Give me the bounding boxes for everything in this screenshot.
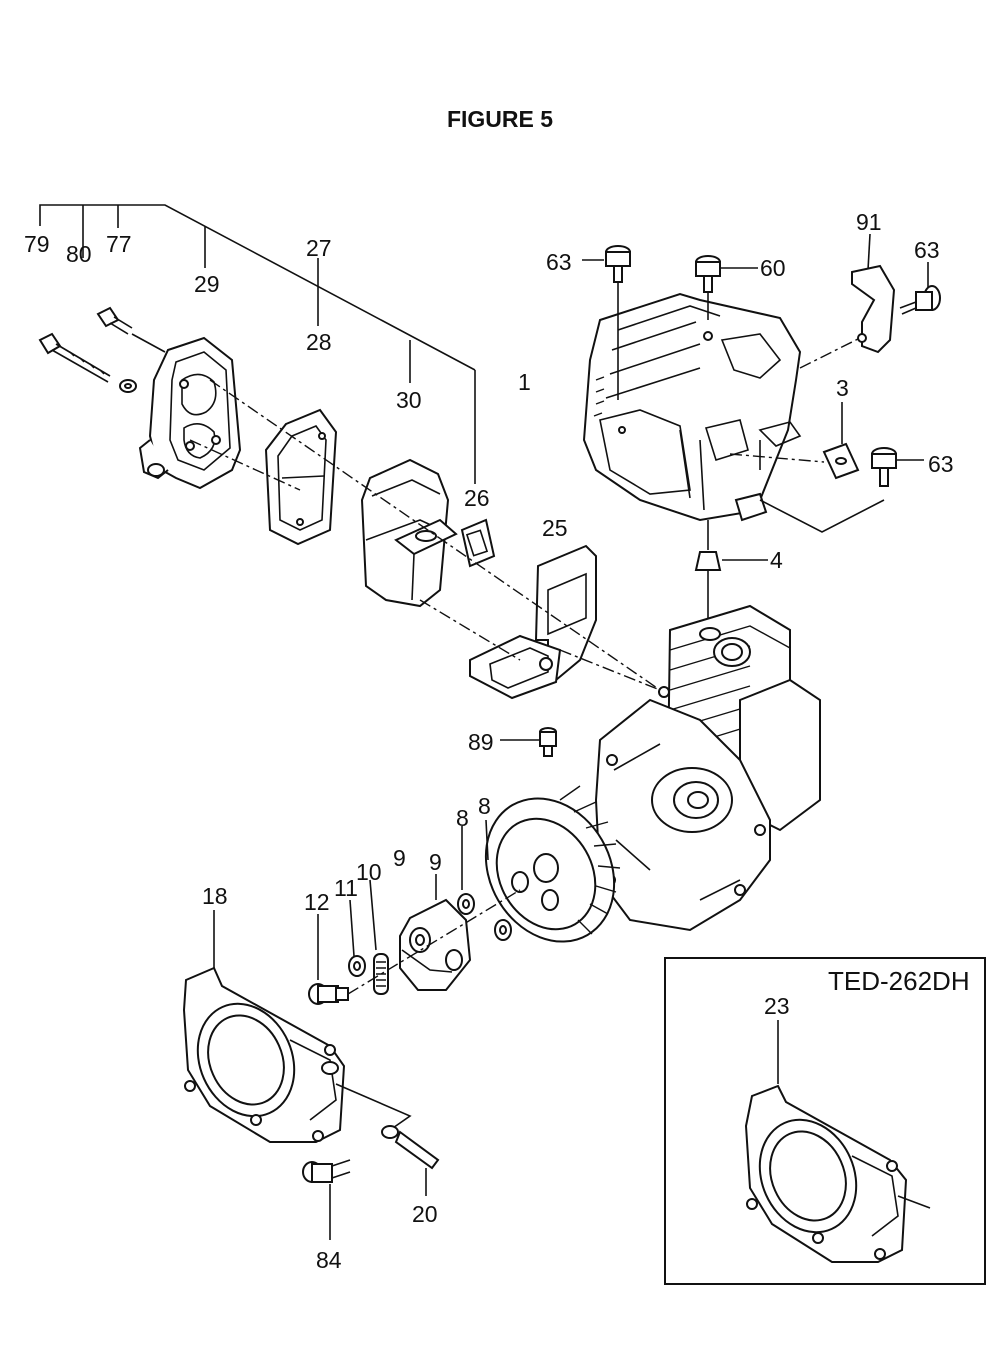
callout-27: 27 [306,235,332,261]
callout-63-lower: 63 [928,451,954,477]
callout-23: 23 [764,993,790,1019]
clutch-axis-dash [347,889,521,995]
inset-box [664,957,986,1285]
bolt-63-lower [759,447,924,533]
screw-84 [302,1159,351,1240]
callout-9-left: 9 [393,845,406,871]
callout-4: 4 [770,547,783,573]
callout-1: 1 [518,369,531,395]
gasket-28 [264,408,338,546]
bolt-60 [695,255,758,320]
callout-3: 3 [836,375,849,401]
heat-shield-25 [469,544,597,700]
callout-8-right: 8 [478,793,491,819]
bolt-63-right [899,262,941,315]
callout-63-top: 63 [546,249,572,275]
callout-29: 29 [194,271,220,297]
callout-12: 12 [304,889,330,915]
washers-8 [457,826,512,941]
engine-cover-1 [582,292,802,522]
cylinder-crankcase [594,604,821,932]
callout-26: 26 [464,485,490,511]
callout-60: 60 [760,255,786,281]
washer-11 [348,899,366,977]
gasket-26 [460,518,496,568]
bolt-63-top [582,245,631,400]
spacer-4 [694,520,768,620]
bolt-12 [308,914,349,1005]
callout-25: 25 [542,515,568,541]
callout-84: 84 [316,1247,342,1273]
callout-80: 80 [66,241,92,267]
muffler-body-30 [360,458,458,608]
spring-10 [369,879,389,995]
muffler-cover-29 [138,336,242,490]
callout-18: 18 [202,883,228,909]
recoil-housing-18 [182,910,412,1143]
figure-title: FIGURE 5 [446,106,554,132]
callout-30: 30 [396,387,422,413]
clutch-9 [399,874,472,991]
bolt-79 [38,332,111,383]
washer-80 [119,379,137,393]
callout-63-right: 63 [914,237,940,263]
starter-handle-20 [381,1125,440,1196]
callout-10: 10 [356,859,382,885]
bolt-77 [96,306,166,353]
bolt-89 [500,727,557,757]
callout-28: 28 [306,329,332,355]
assembly-dash-lines [189,379,661,691]
callout-77: 77 [106,231,132,257]
callout-8-left: 8 [456,805,469,831]
side-plate-91 [799,233,896,369]
callout-89: 89 [468,729,494,755]
callout-91: 91 [856,209,882,235]
callout-11: 11 [334,875,358,901]
callout-79: 79 [24,231,50,257]
inset-model-label: TED-262DH [828,966,970,996]
pad-3 [729,402,860,480]
callout-9-right: 9 [429,849,442,875]
callout-20: 20 [412,1201,438,1227]
flywheel-8 [484,785,621,943]
bracket-lines [39,204,476,484]
